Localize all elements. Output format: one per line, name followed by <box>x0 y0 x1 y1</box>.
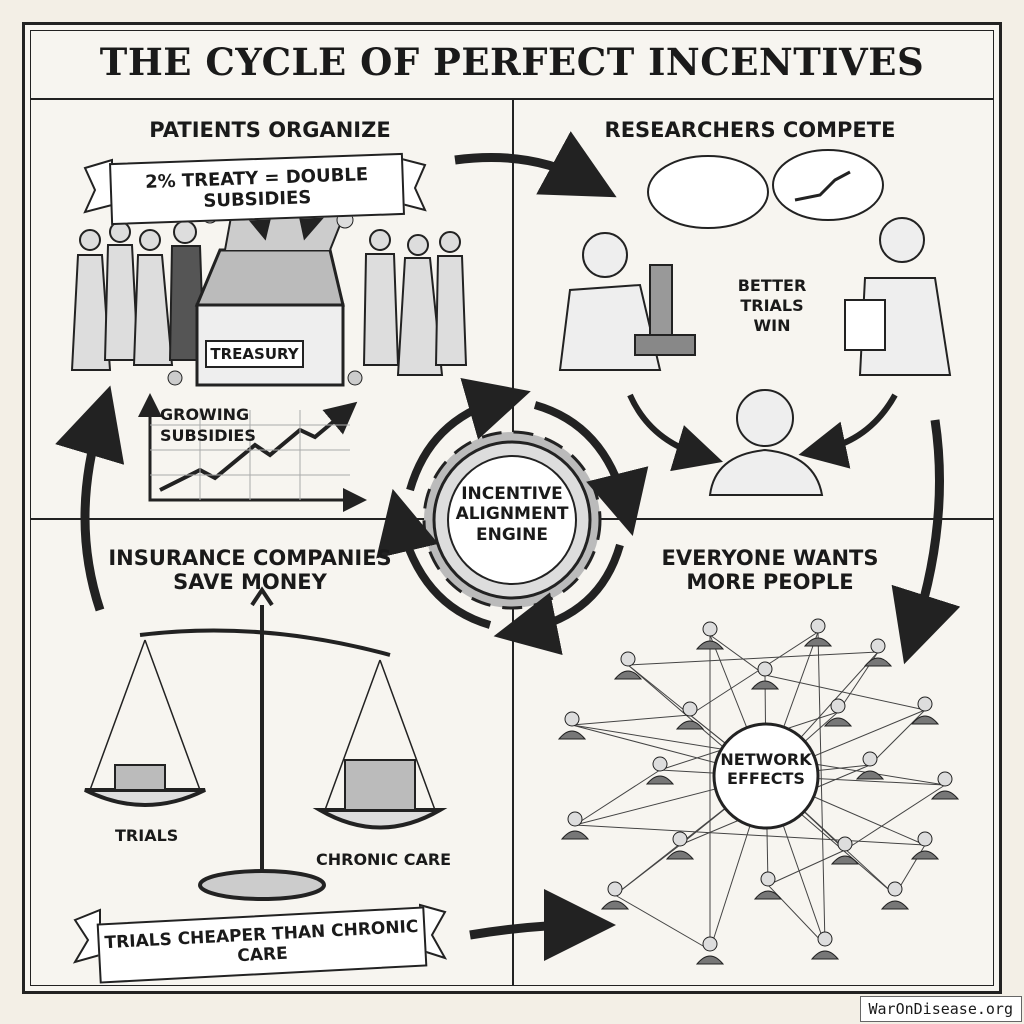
engine-line-2: ALIGNMENT <box>455 504 569 525</box>
title-divider <box>30 98 994 100</box>
network-link <box>869 709 926 766</box>
engine-line-3: ENGINE <box>476 524 548 545</box>
network-effects-label: NETWORK EFFECTS <box>714 750 818 788</box>
heading-line-1: EVERYONE WANTS <box>661 546 879 570</box>
engine-label: INCENTIVE ALIGNMENT ENGINE <box>447 484 577 545</box>
gear-arrows <box>376 378 649 656</box>
researchers <box>558 217 952 376</box>
person-node-icon <box>695 936 725 965</box>
growing-subsidies-chart <box>138 393 367 512</box>
heading-everyone-wants: EVERYONE WANTS MORE PEOPLE <box>610 546 930 594</box>
person-node-icon <box>665 831 695 860</box>
gear-icon <box>422 430 602 610</box>
heading-insurance: INSURANCE COMPANIES SAVE MONEY <box>90 546 410 594</box>
heading-patients-organize: PATIENTS ORGANIZE <box>149 118 391 142</box>
network-link <box>817 631 826 946</box>
person-node-icon <box>880 881 910 910</box>
person-node-icon <box>910 696 940 725</box>
network-link <box>764 674 926 711</box>
person-node-icon <box>823 698 853 727</box>
network-link <box>614 894 711 951</box>
person-node-icon <box>910 831 940 860</box>
person-node-icon <box>803 618 833 647</box>
network-link <box>689 631 819 716</box>
sign-line-1: BETTER <box>737 276 807 295</box>
chart-label-growing: GROWING <box>160 405 250 424</box>
network-link <box>844 784 946 851</box>
person-node-icon <box>560 811 590 840</box>
person-node-icon <box>675 701 705 730</box>
person-node-icon <box>645 756 675 785</box>
page-title: THE CYCLE OF PERFECT INCENTIVES <box>99 40 925 84</box>
person-node-icon <box>863 638 893 667</box>
network-link <box>627 651 879 666</box>
network-link <box>571 714 691 726</box>
person-node-icon <box>613 651 643 680</box>
engine-line-1: INCENTIVE <box>461 484 563 504</box>
person-node-icon <box>695 621 725 650</box>
trials-pan-label: TRIALS <box>115 826 179 845</box>
heading-researchers-compete: RESEARCHERS COMPETE <box>604 118 896 142</box>
person-node-icon <box>855 751 885 780</box>
balance-scale-icon <box>84 586 448 901</box>
network-hub <box>712 722 820 830</box>
watermark: WarOnDisease.org <box>859 996 1022 1022</box>
patients-group <box>70 220 468 376</box>
sign-line-2: TRIALS <box>740 296 804 315</box>
heading-line-2: SAVE MONEY <box>173 570 327 595</box>
treasury-label: TREASURY <box>205 340 304 368</box>
chronic-care-pan-label: CHRONIC CARE <box>316 850 452 869</box>
person-node-icon <box>753 871 783 900</box>
person-node-icon <box>750 661 780 690</box>
person-node-icon <box>810 931 840 960</box>
network-link <box>709 634 766 676</box>
heading-line-2: MORE PEOPLE <box>686 570 854 595</box>
heading-line-1: INSURANCE COMPANIES <box>108 546 392 570</box>
person-node-icon <box>930 771 960 800</box>
better-trials-sign: BETTER TRIALS WIN <box>722 272 822 340</box>
network-link <box>574 824 926 846</box>
treaty-banner: 2% TREATY = DOUBLE SUBSIDIES <box>109 152 405 226</box>
person-node-icon <box>830 836 860 865</box>
person-node-icon <box>557 711 587 740</box>
thought-bubbles <box>647 149 884 229</box>
network-graph <box>557 618 960 965</box>
banner-ribbon <box>83 158 113 214</box>
network-link <box>574 769 661 826</box>
chart-label-subsidies: SUBSIDIES <box>160 426 256 445</box>
bottom-banner-ribbon <box>72 908 101 964</box>
sign-line-3: WIN <box>753 316 791 335</box>
hub-line-2: EFFECTS <box>727 769 805 789</box>
cycle-arrows <box>55 131 961 962</box>
person-node-icon <box>600 881 630 910</box>
happy-person <box>708 389 824 496</box>
network-link <box>767 849 846 886</box>
hub-line-1: NETWORK <box>720 750 812 769</box>
